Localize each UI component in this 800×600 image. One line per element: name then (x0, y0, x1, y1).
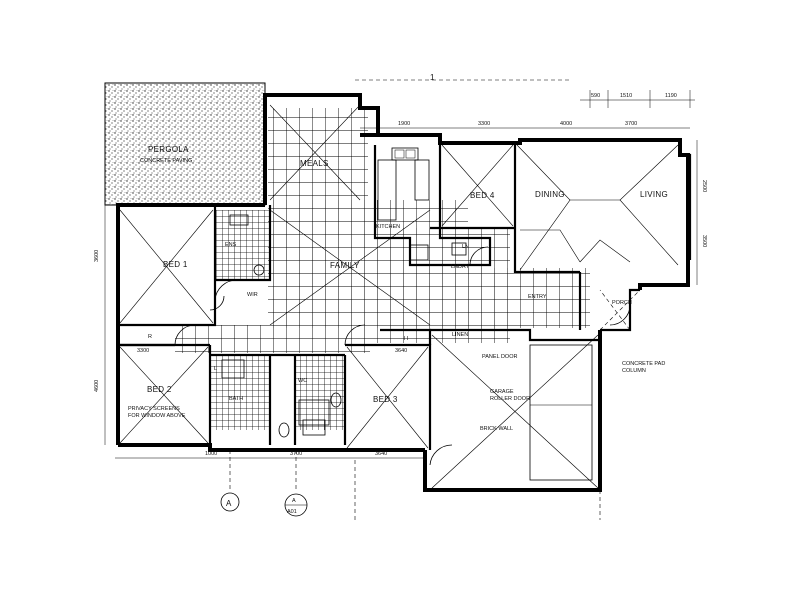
room-label-wc: WC (298, 378, 307, 384)
note-garage-2: ROLLER DOOR (490, 396, 530, 402)
dim-bed2-width: 3300 (137, 348, 149, 354)
room-label-bath: BATH (229, 396, 243, 402)
dim-bottom-1: 1000 (205, 451, 217, 457)
dim-top-1: 1900 (398, 121, 410, 127)
door-swings (174, 246, 631, 466)
note-garage-3: BRICK WALL (480, 426, 513, 432)
pergola-area: PERGOLA CONCRETE PAVING (104, 82, 266, 206)
dim-top-4: 3700 (625, 121, 637, 127)
room-label-family: FAMILY (330, 261, 360, 270)
room-label-r: R (148, 334, 152, 340)
dim-right-2: 3500 (701, 235, 707, 247)
dim-top-2: 3300 (478, 121, 490, 127)
interior-walls (116, 143, 600, 450)
dim-top-right-2: 1510 (620, 93, 632, 99)
dim-top-3: 4000 (560, 121, 572, 127)
dim-right-1: 2500 (701, 180, 707, 192)
reference-markers: 1 A A A01 (220, 73, 601, 520)
room-label-bed1: BED 1 (163, 260, 188, 269)
dim-left-2: 4600 (94, 380, 100, 392)
room-label-entry: ENTRY (528, 294, 547, 300)
room-label-kitchen: KITCHEN (376, 224, 400, 230)
pergola-note: CONCRETE PAVING (140, 158, 192, 164)
pergola-label: PERGOLA (148, 145, 189, 154)
room-label-bed2: BED 2 (147, 385, 172, 394)
note-garage-1: PANEL DOOR (482, 354, 517, 360)
dim-top-right-3: 1190 (665, 93, 677, 99)
dim-bottom-3: 3640 (375, 451, 387, 457)
room-diagonals (119, 104, 679, 489)
room-label-dining: DINING (535, 190, 565, 199)
room-label-ens: ENS (225, 242, 237, 248)
room-label-linen: LINEN (452, 332, 468, 338)
dim-bed3-width: 3640 (395, 348, 407, 354)
room-label-bed4: BED 4 (470, 191, 495, 200)
room-label-bed3: BED 3 (373, 395, 398, 404)
room-label-ln: LN (462, 244, 469, 250)
room-label-porch: PORCH (612, 300, 632, 306)
dimension-lines: 590 1510 1190 1900 3300 4000 3700 1000 3… (94, 90, 707, 459)
room-label-living: LIVING (640, 190, 668, 199)
room-label-l: L (214, 366, 217, 372)
room-label-lndry: LNDRY (451, 264, 470, 270)
fixtures (221, 147, 467, 438)
grid-marker-b: A (292, 498, 296, 504)
garage-details (529, 289, 641, 481)
grid-marker-a: A (226, 499, 232, 508)
section-marker: A01 (287, 509, 297, 515)
room-label-h: H (404, 336, 408, 342)
dim-left-1: 3600 (94, 250, 100, 262)
room-label-meals: MEALS (300, 159, 329, 168)
room-label-wir: WIR (247, 292, 258, 298)
room-label-garage: GARAGE (490, 389, 514, 395)
dim-top-right-1: 590 (591, 93, 600, 99)
top-marker: 1 (430, 73, 435, 82)
room-labels: MEALS BED 1 BED 2 BED 3 BED 4 FAMILY DIN… (147, 159, 668, 404)
